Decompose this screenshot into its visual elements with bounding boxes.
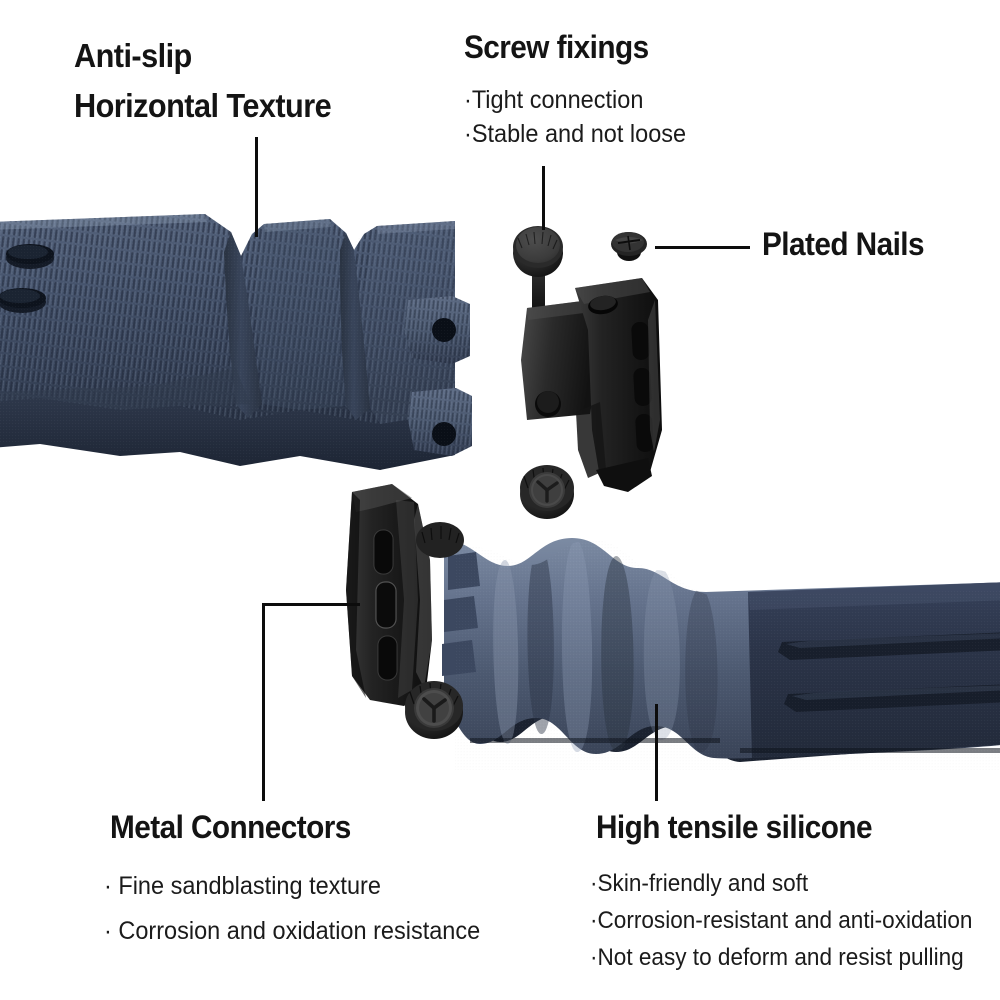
exploded-connector-art [513, 226, 662, 519]
assembled-screw-bottom [405, 681, 463, 739]
connector-right-wing [575, 278, 662, 490]
callout-screw-fixings-title: Screw fixings [464, 29, 649, 65]
callout-anti-slip-title-line1: Anti-slip [74, 37, 192, 74]
assembled-connector-cutouts [373, 529, 398, 681]
leader-anti-slip [255, 137, 258, 237]
screw-shaft [532, 262, 545, 320]
lower-strap-art [346, 484, 1000, 770]
callout-metal-connectors-bullet-0: · Fine sandblasting texture [104, 872, 381, 900]
connector-cutouts [631, 321, 654, 452]
upper-strap-prongs [404, 296, 472, 456]
tri-wing-socket [536, 480, 559, 503]
upper-strap-art [0, 214, 472, 470]
leader-metal-connectors-v [262, 603, 265, 801]
callout-plated-nails-title: Plated Nails [762, 226, 925, 262]
plated-nail-art [611, 232, 647, 261]
callout-metal-connectors-bullet-1: · Corrosion and oxidation resistance [104, 917, 481, 945]
screw-head-top [513, 226, 563, 277]
callout-high-tensile-bullet-0: ·Skin-friendly and soft [590, 870, 809, 897]
lower-strap-tabs [442, 552, 480, 676]
leader-screw-fixings [542, 166, 545, 230]
leader-high-tensile [655, 704, 658, 801]
callout-high-tensile-title: High tensile silicone [596, 809, 873, 845]
callout-metal-connectors-title: Metal Connectors [110, 809, 351, 845]
callout-anti-slip-title-line2: Horizontal Texture [74, 87, 332, 124]
connector-left-block [521, 300, 596, 420]
callout-high-tensile-bullet-1: ·Corrosion-resistant and anti-oxidation [590, 907, 973, 934]
assembled-connector-art [346, 484, 464, 739]
screw-head-bottom [520, 465, 574, 519]
assembled-screw-top [416, 522, 464, 558]
callout-high-tensile-bullet-2: ·Not easy to deform and resist pulling [590, 944, 964, 971]
strap-grooves [778, 632, 1000, 712]
leader-metal-connectors-h [262, 603, 360, 606]
callout-screw-fixings-bullet-0: ·Tight connection [464, 86, 644, 114]
callout-screw-fixings-bullet-1: ·Stable and not loose [464, 120, 687, 148]
leader-plated-nails [655, 246, 750, 249]
tri-wing-socket-2 [422, 697, 447, 723]
strap-adjust-holes [0, 244, 54, 313]
